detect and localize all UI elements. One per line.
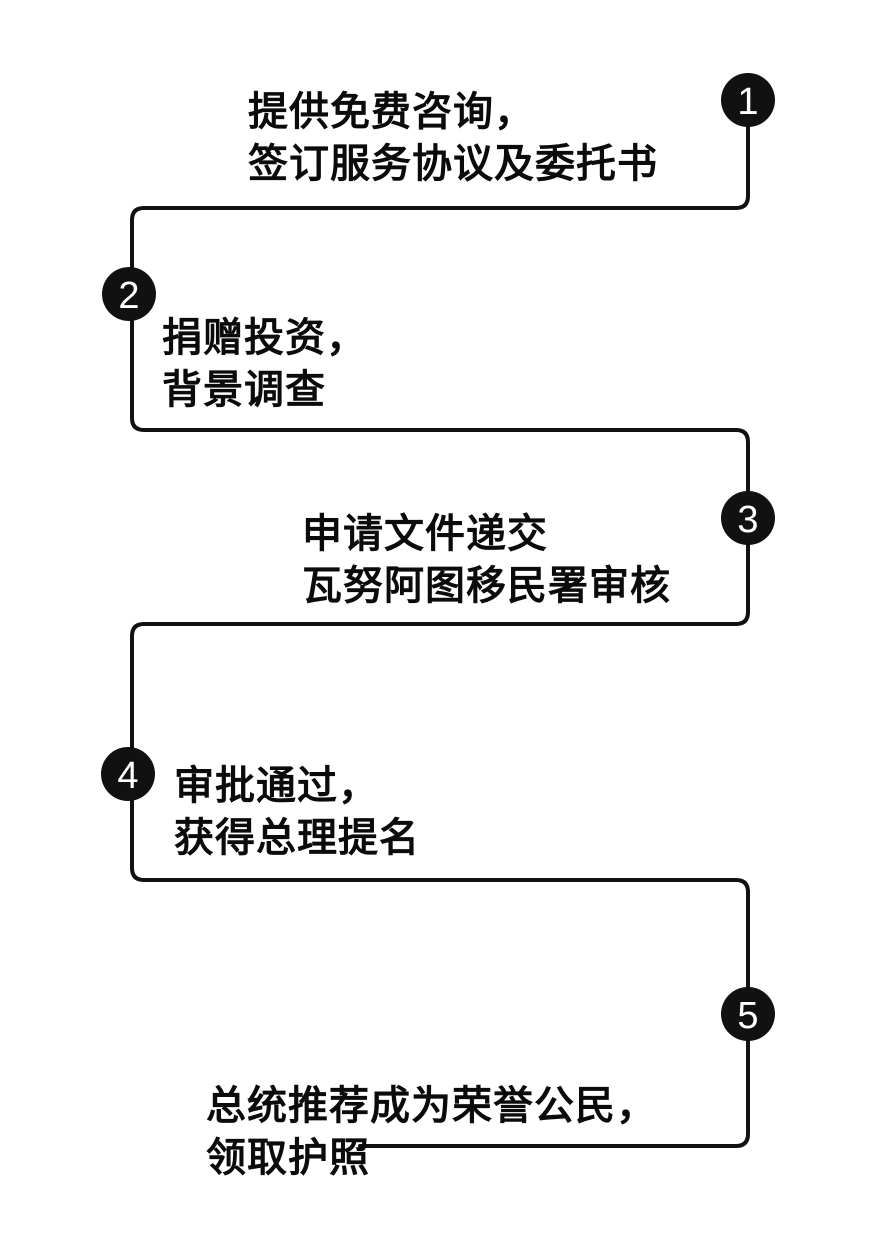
step-3-line-1: 申请文件递交 [302, 511, 548, 557]
step-2-line-1: 捐赠投资， [162, 315, 367, 361]
step-2-line-2: 背景调查 [162, 367, 326, 413]
step-5-line-2: 领取护照 [206, 1135, 370, 1181]
badge-circle [721, 491, 775, 545]
badge-circle [721, 987, 775, 1041]
step-3-line-2: 瓦努阿图移民署审核 [302, 563, 671, 609]
step-2-text: 捐赠投资， 背景调查 [162, 312, 367, 416]
step-badge-1: 1 [721, 73, 775, 127]
badge-circle [721, 73, 775, 127]
step-5-text: 总统推荐成为荣誉公民， 领取护照 [206, 1080, 657, 1184]
connector-path [130, 98, 750, 1148]
step-5-line-1: 总统推荐成为荣誉公民， [206, 1083, 657, 1129]
step-3-text: 申请文件递交 瓦努阿图移民署审核 [302, 508, 671, 612]
step-1-text: 提供免费咨询， 签订服务协议及委托书 [248, 86, 658, 190]
step-badge-3: 3 [721, 491, 775, 545]
badge-number: 4 [117, 755, 138, 797]
step-4-line-1: 审批通过， [174, 763, 379, 809]
step-1-line-2: 签订服务协议及委托书 [248, 141, 658, 187]
badge-number: 5 [737, 995, 758, 1037]
step-4-text: 审批通过， 获得总理提名 [174, 760, 420, 864]
step-4-line-2: 获得总理提名 [174, 815, 420, 861]
step-1-line-1: 提供免费咨询， [248, 89, 535, 135]
step-badge-4: 4 [101, 747, 155, 801]
badge-number: 1 [737, 81, 758, 123]
step-badge-2: 2 [102, 267, 156, 321]
badge-circle [102, 267, 156, 321]
badge-circle [101, 747, 155, 801]
step-badge-5: 5 [721, 987, 775, 1041]
badge-number: 2 [118, 275, 139, 317]
badge-number: 3 [737, 499, 758, 541]
